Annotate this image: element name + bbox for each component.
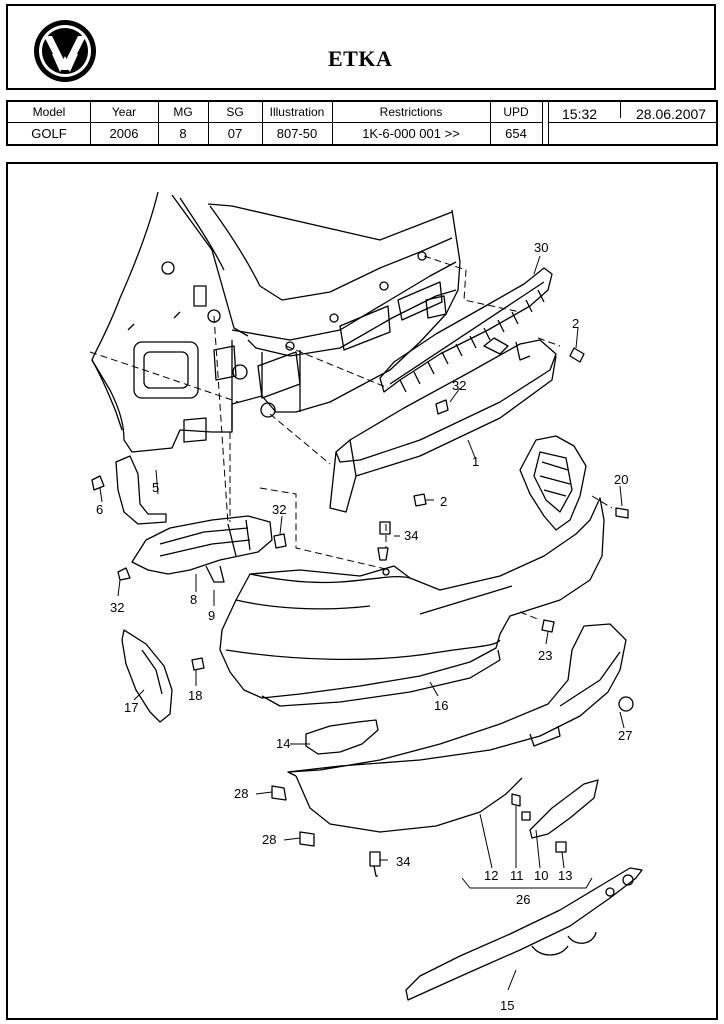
part-14-bracket [305, 719, 379, 755]
part-27-lower-diffuser [287, 623, 634, 833]
info-value: 654 [505, 126, 527, 141]
part-8-mount-bracket [131, 515, 273, 583]
info-cell-upd: UPD 654 [490, 102, 542, 144]
callout-1: 1 [472, 454, 479, 469]
info-cell-year: Year 2006 [90, 102, 158, 144]
info-cell-model: Model GOLF [8, 102, 90, 144]
info-label: SG [226, 105, 244, 119]
callout-32: 32 [452, 378, 466, 393]
app-title: ETKA [328, 46, 393, 71]
info-label: Restrictions [379, 105, 443, 119]
callout-32: 32 [272, 502, 286, 517]
callout-20: 20 [614, 472, 628, 487]
info-cell-restrictions: Restrictions 1K-6-000 001 >> [332, 102, 490, 144]
rear-body-panel [91, 191, 461, 453]
callout-leaders [99, 255, 625, 991]
time-value: 15:32 [562, 106, 598, 122]
callout-26: 26 [516, 892, 530, 907]
part-5-bracket [115, 455, 167, 525]
info-value: 07 [227, 126, 243, 141]
callout-16: 16 [434, 698, 448, 713]
callout-11: 11 [510, 868, 524, 883]
callout-28: 28 [262, 832, 276, 847]
callout-10: 10 [534, 868, 548, 883]
callout-9: 9 [208, 608, 215, 623]
callout-27: 27 [618, 728, 632, 743]
info-value: GOLF [31, 126, 67, 141]
callout-15: 15 [500, 998, 514, 1013]
part-17-side-cover [121, 629, 173, 723]
info-table: Model GOLF Year 2006 MG 8 SG 07 Illustra… [6, 100, 718, 146]
callout-17: 17 [124, 700, 138, 715]
part-1-bumper-carrier [329, 339, 557, 513]
part-16-bumper-cover [219, 497, 605, 707]
assembly-guide-lines [89, 255, 613, 621]
callout-13: 13 [558, 868, 572, 883]
callout-32: 32 [110, 600, 124, 615]
vw-logo-icon [34, 20, 96, 82]
callout-5: 5 [152, 480, 159, 495]
callout-18: 18 [188, 688, 202, 703]
diagram-frame [6, 162, 718, 1020]
callout-6: 6 [96, 502, 103, 517]
part-20-side-bracket [519, 435, 587, 531]
part-30-impact-absorber [379, 267, 553, 393]
part-10-tow-cover [529, 779, 599, 839]
part-15-lower-spoiler [405, 867, 643, 1001]
callout-labels: 30 2 32 1 20 6 5 32 34 32 8 9 23 18 17 1… [96, 240, 632, 1013]
info-cell-mg: MG 8 [158, 102, 208, 144]
header-banner: ETKA [6, 4, 716, 90]
info-label: Illustration [269, 105, 325, 119]
info-label: MG [173, 105, 193, 119]
callout-2: 2 [440, 494, 447, 509]
fasteners [91, 347, 629, 877]
callout-34: 34 [404, 528, 418, 543]
callout-8: 8 [190, 592, 197, 607]
date-value: 28.06.2007 [636, 106, 707, 122]
callout-14: 14 [276, 736, 290, 751]
callout-34: 34 [396, 854, 410, 869]
info-cell-illustration: Illustration 807-50 [262, 102, 332, 144]
callout-12: 12 [484, 868, 498, 883]
timestamp: 15:32 28.06.2007 [548, 102, 716, 144]
info-value: 1K-6-000 001 >> [362, 126, 460, 141]
callout-28: 28 [234, 786, 248, 801]
info-value: 2006 [109, 126, 139, 141]
info-value: 807-50 [276, 126, 318, 141]
info-cell-sg: SG 07 [208, 102, 262, 144]
info-label: Model [32, 105, 66, 119]
info-label: Year [111, 105, 137, 119]
info-value: 8 [179, 126, 187, 141]
callout-30: 30 [534, 240, 548, 255]
callout-2: 2 [572, 316, 579, 331]
info-label: UPD [503, 105, 529, 119]
callout-23: 23 [538, 648, 552, 663]
